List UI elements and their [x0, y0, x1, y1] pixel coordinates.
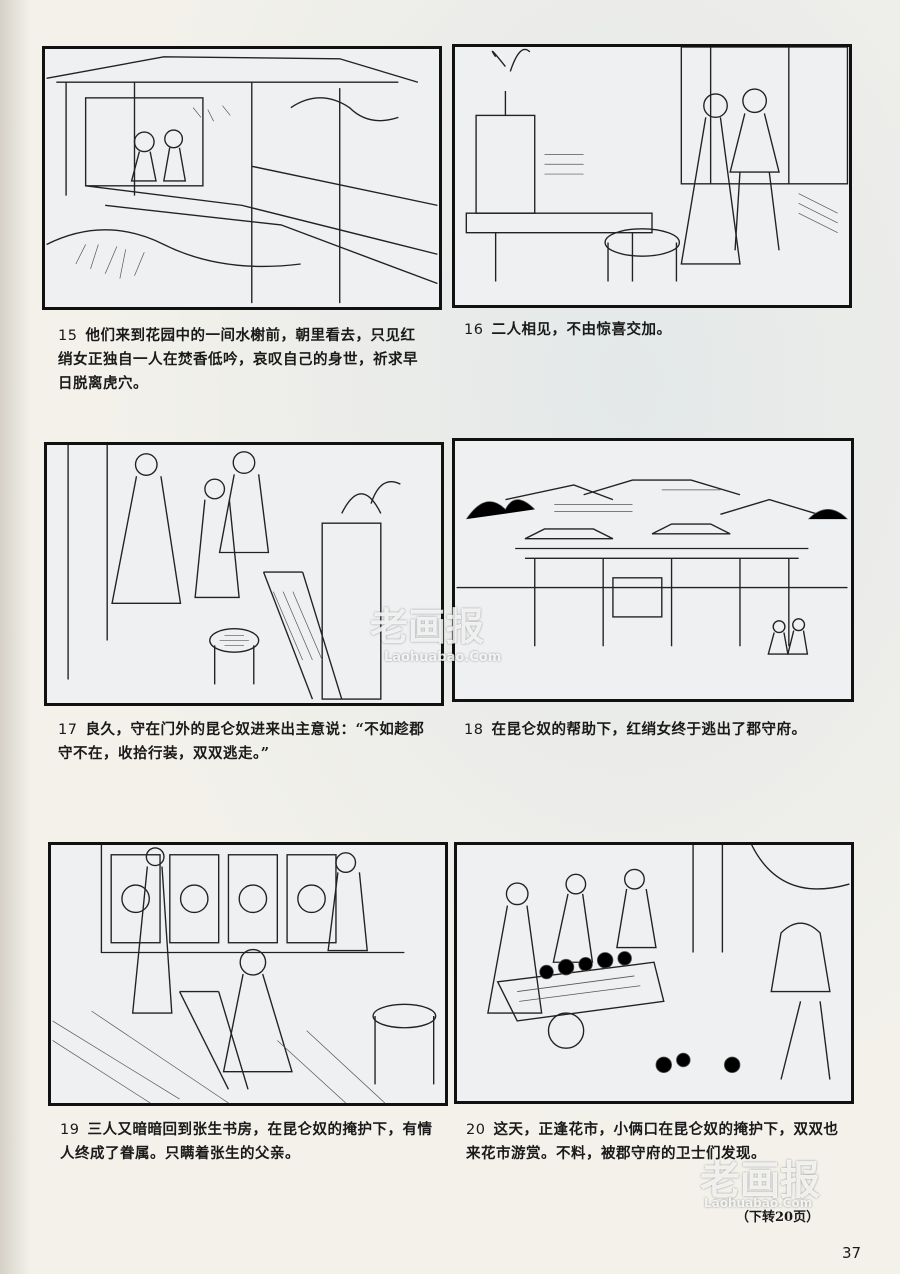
panel-number: 19	[60, 1122, 80, 1138]
panel-number: 15	[58, 328, 78, 344]
page-number: 37	[842, 1244, 862, 1262]
caption-text: 二人相见，不由惊喜交加。	[491, 321, 672, 338]
comic-panel-15	[42, 46, 442, 310]
comic-panel-17	[44, 442, 444, 706]
caption-16: 16 二人相见，不由惊喜交加。	[464, 318, 844, 342]
continued-note: （下转20页）	[736, 1210, 820, 1225]
comic-panel-19	[48, 842, 448, 1106]
panel-number: 18	[464, 722, 484, 738]
comic-panel-16	[452, 44, 852, 308]
comic-panel-20	[454, 842, 854, 1104]
caption-text: 良久，守在门外的昆仑奴进来出主意说：“不如趁郡守不在，收拾行装，双双逃走。”	[58, 721, 425, 762]
panel-number: 16	[464, 322, 484, 338]
caption-text: 三人又暗暗回到张生书房，在昆仑奴的掩护下，有情人终成了眷属。只瞒着张生的父亲。	[60, 1121, 433, 1162]
comic-panel-18	[452, 438, 854, 702]
planning-escape-illustration	[67, 445, 401, 700]
reunion-room-illustration	[465, 47, 849, 282]
caption-text: 在昆仑奴的帮助下，红绡女终于逃出了郡守府。	[491, 721, 807, 738]
watermark-site: Laohuabao.Com	[384, 650, 502, 665]
garden-pavilion-illustration	[46, 56, 438, 304]
panel-number: 20	[466, 1122, 486, 1138]
flower-market-illustration	[487, 845, 850, 1080]
study-room-illustration	[52, 845, 437, 1103]
caption-18: 18 在昆仑奴的帮助下，红绡女终于逃出了郡守府。	[464, 718, 844, 742]
caption-text: 这天，正逢花市，小俩口在昆仑奴的掩护下，双双也来花市游赏。不料，被郡守府的卫士们…	[466, 1121, 839, 1162]
watermark-logo: 老画报	[370, 605, 485, 649]
watermark-logo-bottom: 老画报	[700, 1158, 820, 1204]
panel-number: 17	[58, 722, 78, 738]
caption-text: 他们来到花园中的一间水榭前，朝里看去，只见红绡女正独自一人在焚香低吟，哀叹自己的…	[58, 327, 418, 392]
mansion-gate-illustration	[456, 479, 848, 655]
watermark-site-bottom: Laohuabao.Com	[704, 1196, 813, 1210]
